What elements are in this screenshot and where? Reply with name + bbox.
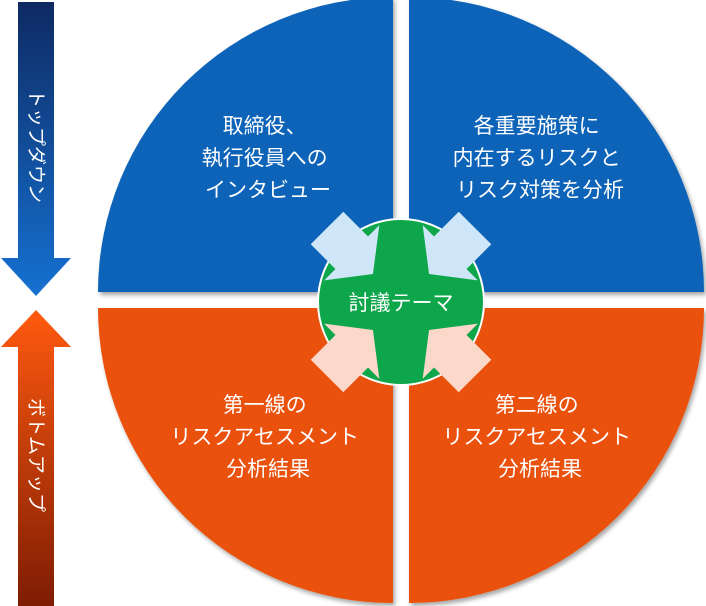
inward-arrow-top-left-shape [310, 211, 380, 281]
top-down-arrow-label: トップダウン [25, 89, 47, 203]
inward-arrow-bottom-left-shape [310, 323, 380, 393]
quadrant-top-left [98, 0, 393, 292]
quadrant-bottom-right-text: 第二線の リスクアセスメント 分析結果 [442, 393, 637, 481]
inward-arrow-bottom-left [310, 323, 380, 393]
inward-arrow-top-right-shape [422, 211, 492, 281]
inward-arrow-top-right [422, 211, 492, 281]
quadrant-bottom-left [98, 308, 393, 603]
bottom-up-arrow: ボトムアップ [1, 310, 71, 606]
bottom-up-arrow-label: ボトムアップ [25, 398, 47, 512]
quadrant-bottom-right [409, 308, 704, 603]
quadrant-top-right-text: 各重要施策に 内在するリスクと リスク対策を分析 [453, 114, 628, 202]
top-down-arrow-shape [1, 2, 71, 296]
bottom-up-arrow-shape [1, 310, 71, 606]
inward-arrow-bottom-right-shape [422, 323, 492, 393]
inward-arrow-top-left [310, 211, 380, 281]
inward-arrow-bottom-right [422, 323, 492, 393]
quadrant-top-left-text: 取締役、 執行役員への インタビュー [202, 114, 335, 202]
center-label: 討議テーマ [349, 291, 454, 315]
quadrant-top-right [409, 0, 704, 292]
quadrant-bottom-left-text: 第一線の リスクアセスメント 分析結果 [170, 393, 365, 481]
top-down-arrow: トップダウン [1, 2, 71, 296]
